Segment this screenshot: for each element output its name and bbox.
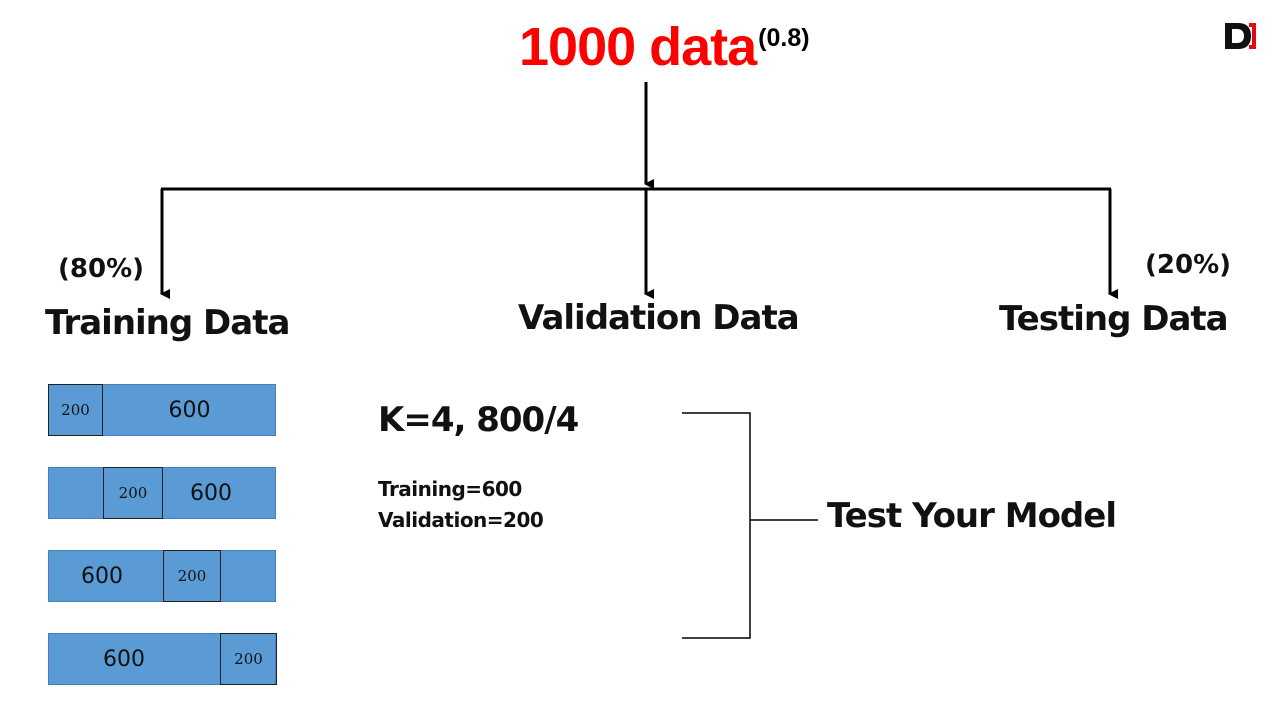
fold-4-validation-segment: 200 [220, 633, 277, 685]
fold-3-training-segment: 600 [81, 563, 123, 589]
kfold-formula: K=4, 800/4 [378, 400, 579, 440]
result-bracket [682, 412, 751, 639]
fold-bar-3: 600 200 [48, 550, 276, 602]
test-your-model-label: Test Your Model [827, 496, 1117, 536]
fold-2-training-segment: 600 [190, 480, 232, 506]
validation-count-line: Validation=200 [378, 508, 544, 532]
fold-4-training-segment: 600 [103, 646, 145, 672]
testing-percent: (20%) [1145, 250, 1231, 280]
logo [1223, 21, 1257, 51]
fold-bar-2: 200 600 [48, 467, 276, 519]
title-superscript: (0.8) [758, 24, 810, 52]
fold-2-validation-segment: 200 [103, 467, 163, 519]
training-data-label: Training Data [45, 303, 290, 343]
testing-data-label: Testing Data [999, 299, 1229, 339]
diagram-title: 1000 data(0.8) [519, 20, 810, 74]
fold-bar-4: 600 200 [48, 633, 277, 685]
fold-1-validation-segment: 200 [48, 384, 103, 436]
validation-data-label: Validation Data [518, 298, 800, 338]
fold-1-training-segment: 600 [168, 397, 211, 423]
title-main: 1000 data [519, 17, 757, 77]
fold-bar-1: 200 600 [48, 384, 276, 436]
training-count-line: Training=600 [378, 477, 522, 501]
training-percent: (80%) [58, 254, 144, 284]
fold-3-validation-segment: 200 [163, 550, 221, 602]
